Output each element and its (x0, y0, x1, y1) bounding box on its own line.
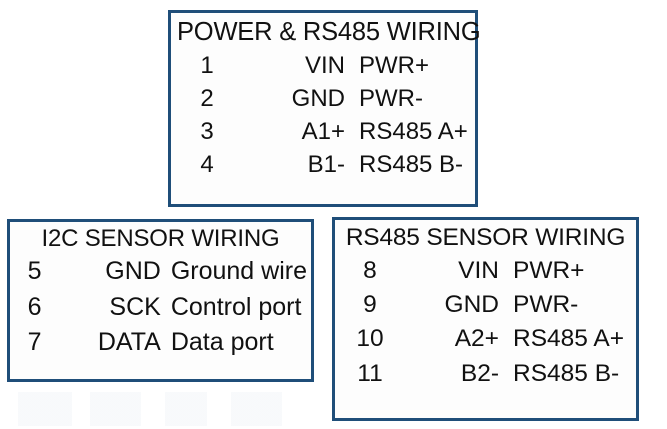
pin-signal-name: SCK (109, 292, 161, 321)
pin-signal-name: DATA (97, 328, 161, 357)
power-rs485-pin-table: 1 VIN PWR+ 2 GND PWR- 3 A1+ RS485 A+ 4 B… (177, 49, 469, 181)
pin-description: PWR- (513, 291, 579, 319)
pin-number: 3 (200, 118, 214, 146)
pin-description: Data port (170, 328, 274, 357)
pin-description: PWR- (359, 85, 423, 113)
pin-description: RS485 B- (359, 151, 464, 179)
i2c-sensor-wiring-title: I2C SENSOR WIRING (41, 225, 280, 252)
pin-signal-name: VIN (304, 52, 345, 80)
pin-signal-name: GND (444, 291, 499, 319)
table-row: 5 GND Ground wire (14, 254, 307, 290)
i2c-sensor-wiring-box: I2C SENSOR WIRING 5 GND Ground wire 6 SC… (7, 219, 314, 382)
pin-description: Control port (170, 292, 302, 321)
pin-number: 10 (356, 325, 384, 353)
table-row: 4 B1- RS485 B- (177, 148, 469, 181)
pin-number: 11 (357, 359, 383, 387)
table-row: 11 B2- RS485 B- (341, 357, 630, 391)
pin-number: 9 (363, 291, 377, 319)
pin-description: RS485 B- (513, 359, 620, 387)
i2c-sensor-pin-table: 5 GND Ground wire 6 SCK Control port 7 D… (14, 254, 307, 361)
rs485-sensor-wiring-box: RS485 SENSOR WIRING 8 VIN PWR+ 9 GND PWR… (332, 217, 639, 421)
power-rs485-wiring-box: POWER & RS485 WIRING 1 VIN PWR+ 2 GND PW… (168, 10, 481, 207)
pin-number: 7 (27, 328, 42, 357)
table-row: 2 GND PWR- (177, 82, 469, 115)
table-row: 6 SCK Control port (14, 290, 307, 326)
background-artifact (18, 392, 318, 426)
table-row: 10 A2+ RS485 A+ (341, 322, 630, 356)
pin-number: 5 (27, 257, 42, 286)
pin-signal-name: B2- (460, 359, 499, 387)
power-rs485-wiring-title: POWER & RS485 WIRING (177, 18, 481, 46)
table-row: 3 A1+ RS485 A+ (177, 115, 469, 148)
pin-description: Ground wire (170, 257, 307, 286)
pin-description: RS485 A+ (513, 325, 625, 353)
pin-signal-name: A2+ (454, 325, 499, 353)
pin-number: 2 (200, 85, 214, 113)
rs485-sensor-pin-table: 8 VIN PWR+ 9 GND PWR- 10 A2+ RS485 A+ 11… (341, 254, 630, 391)
pin-description: PWR+ (359, 52, 430, 80)
table-row: 9 GND PWR- (341, 288, 630, 322)
pin-number: 8 (363, 256, 377, 284)
pin-number: 6 (27, 292, 42, 321)
pin-number: 1 (200, 52, 214, 80)
pin-description: PWR+ (513, 256, 585, 284)
table-row: 1 VIN PWR+ (177, 49, 469, 82)
pin-signal-name: A1+ (301, 118, 345, 146)
pin-signal-name: VIN (458, 256, 499, 284)
pin-signal-name: B1- (307, 151, 345, 179)
pin-number: 4 (200, 151, 214, 179)
table-row: 7 DATA Data port (14, 325, 307, 361)
rs485-sensor-wiring-title: RS485 SENSOR WIRING (345, 224, 626, 251)
table-row: 8 VIN PWR+ (341, 254, 630, 288)
pin-signal-name: GND (105, 257, 161, 286)
pin-signal-name: GND (291, 85, 345, 113)
pin-description: RS485 A+ (359, 118, 468, 146)
